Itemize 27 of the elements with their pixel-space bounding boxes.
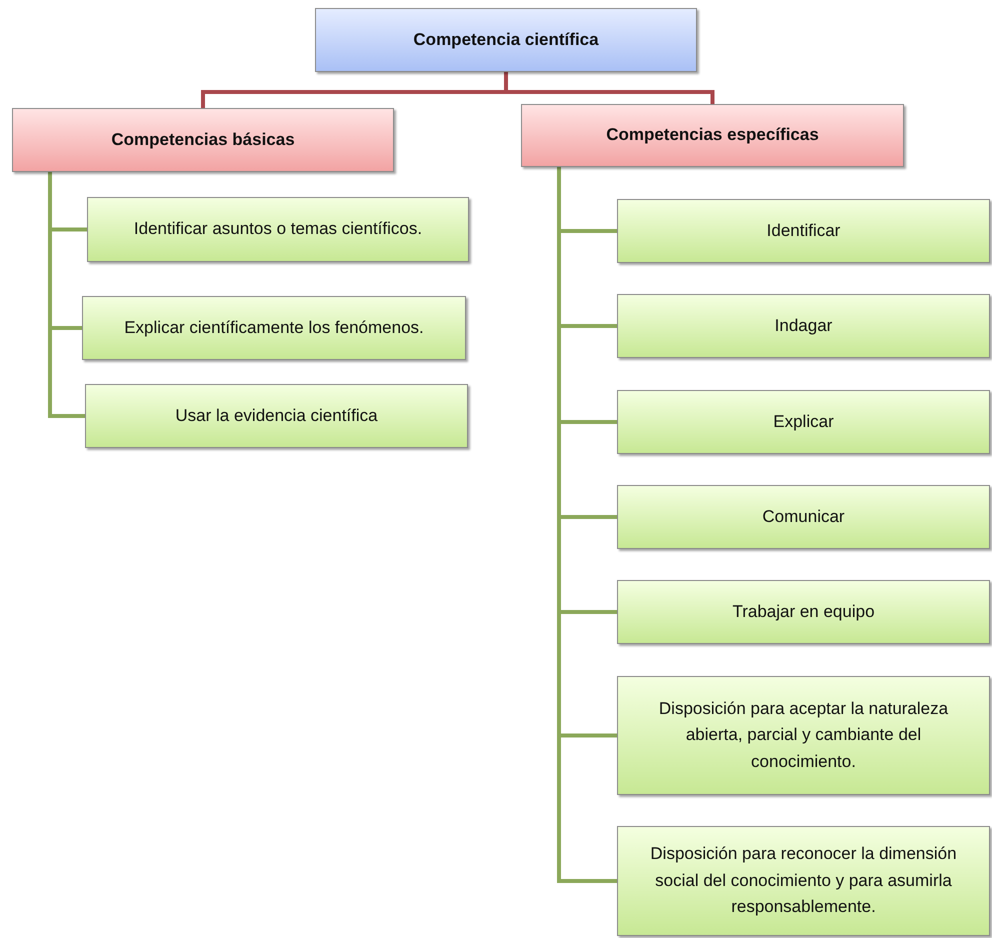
node-label: Comunicar [762, 506, 845, 528]
item-box [617, 390, 990, 454]
item-box [85, 384, 468, 448]
node-label: Competencias específicas [606, 124, 819, 146]
title-box [315, 8, 697, 72]
node-label: Disposición para reconocer la dimensión social del conocimiento y para asumirla responsablemente. [649, 843, 958, 918]
item-box [617, 199, 990, 263]
category-box [521, 104, 904, 167]
item-box [617, 580, 990, 644]
node-label: Explicar [773, 410, 834, 433]
node-label: Explicar científicamente los fenómenos. [124, 316, 424, 339]
item-box [617, 485, 990, 549]
item-box [617, 826, 990, 936]
node-label: Indagar [774, 314, 832, 337]
node-label: Identificar asuntos o temas científicos. [134, 218, 422, 240]
item-box [82, 296, 466, 360]
item-box [87, 197, 469, 262]
node-label: Disposición para aceptar la naturaleza abierta, parcial y cambiante del conocimiento. [658, 698, 950, 773]
node-label: Identificar [766, 220, 840, 242]
node-label: Usar la evidencia científica [175, 404, 378, 427]
node-label: Competencias básicas [111, 128, 295, 151]
category-box [12, 108, 394, 172]
item-box [617, 294, 990, 358]
node-label: Competencia científica [413, 28, 599, 51]
connector-line [504, 72, 714, 104]
node-label: Trabajar en equipo [732, 600, 875, 623]
item-box [617, 676, 990, 795]
